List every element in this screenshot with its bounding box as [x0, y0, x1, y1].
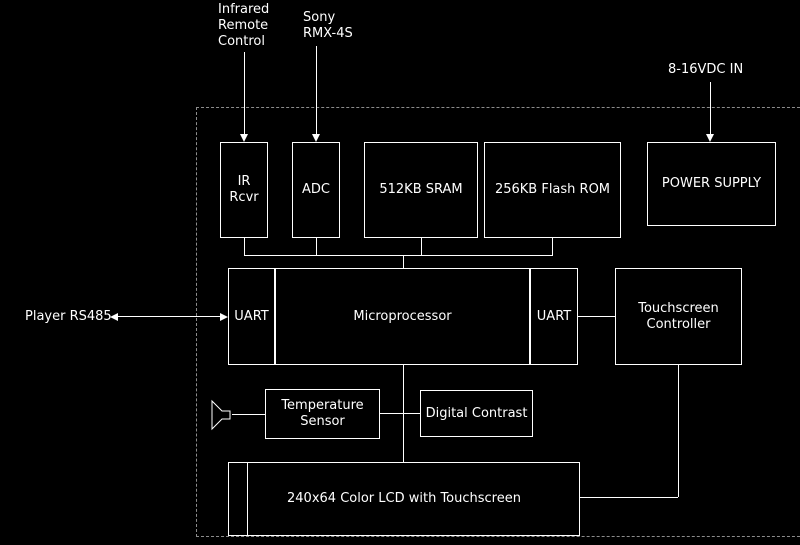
connector-line	[244, 238, 245, 255]
arrow-right-icon	[220, 313, 228, 321]
arrow-left-icon	[110, 313, 118, 321]
lcd-divider-line	[247, 463, 248, 535]
power-supply-box: POWER SUPPLY	[647, 142, 776, 226]
infrared-arrow-line	[244, 52, 245, 134]
flash-rom-box: 256KB Flash ROM	[484, 142, 621, 238]
power-input-label: 8-16VDC IN	[668, 62, 744, 77]
connector-line	[316, 238, 317, 255]
player-rs485-label: Player RS485	[25, 309, 112, 324]
sram-box: 512KB SRAM	[364, 142, 478, 238]
rs485-arrow-line	[118, 316, 221, 317]
lcd-box: 240x64 Color LCD with Touchscreen	[228, 462, 580, 536]
sony-rmx4s-label: Sony RMX-4S	[303, 10, 353, 41]
temperature-sensor-box: Temperature Sensor	[265, 389, 380, 439]
arrow-down-icon	[706, 134, 714, 142]
connector-line	[578, 316, 615, 317]
uart-left-box: UART	[228, 268, 275, 365]
digital-contrast-box: Digital Contrast	[420, 390, 533, 437]
connector-line	[678, 365, 679, 497]
ir-rcvr-box: IR Rcvr	[220, 142, 268, 238]
touchscreen-controller-box: Touchscreen Controller	[615, 268, 742, 365]
uart-right-box: UART	[530, 268, 578, 365]
system-boundary	[196, 107, 800, 537]
connector-line	[421, 238, 422, 255]
bus-line	[244, 255, 553, 256]
connector-line	[552, 238, 553, 255]
connector-line	[232, 414, 265, 415]
arrow-down-icon	[240, 134, 248, 142]
infrared-remote-label: Infrared Remote Control	[218, 2, 270, 49]
power-arrow-line	[710, 82, 711, 134]
microprocessor-box: Microprocessor	[275, 268, 530, 365]
speaker-icon	[211, 399, 231, 431]
connector-line	[580, 497, 678, 498]
arrow-down-icon	[312, 134, 320, 142]
connector-line	[380, 413, 420, 414]
connector-line	[403, 255, 404, 268]
sony-arrow-line	[316, 46, 317, 134]
adc-box: ADC	[292, 142, 340, 238]
